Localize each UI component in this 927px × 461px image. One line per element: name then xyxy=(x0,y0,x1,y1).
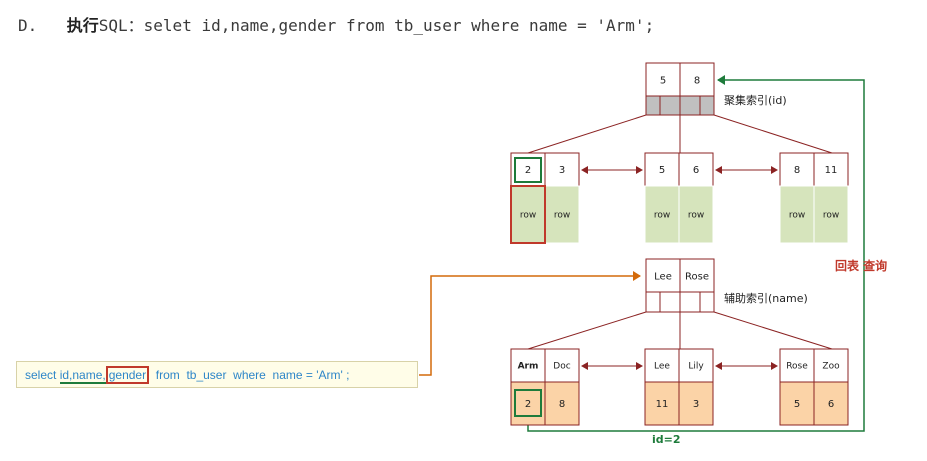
secondary-leaf-id: 11 xyxy=(656,399,669,410)
clustered-row-highlight xyxy=(510,185,546,244)
clustered-leaf-key-cell xyxy=(544,152,580,187)
tree-edges xyxy=(527,114,833,370)
clustered-leaf-row-cell xyxy=(544,185,580,244)
clustered-leaf-row: row xyxy=(823,211,839,221)
heading-colon: ： xyxy=(127,16,144,35)
sql-token-gender: gender xyxy=(105,366,150,384)
clustered-leaf-row: row xyxy=(654,211,670,221)
clustered-leaf-key-cell xyxy=(678,152,714,187)
clustered-root-key-0: 5 xyxy=(660,76,666,87)
secondary-leaf-id-cell xyxy=(544,381,580,426)
sql-query-text: select id,name,gender from tb_user where… xyxy=(25,366,350,384)
clustered-key-highlight xyxy=(514,157,542,183)
secondary-leaf-id-cell xyxy=(678,381,714,426)
secondary-leaf-key: Lee xyxy=(654,362,670,372)
back-lookup-arrow xyxy=(527,75,865,432)
sql-query-box: select id,name,gender from tb_user where… xyxy=(16,361,418,388)
heading: D. 执行SQL：selet id,name,gender from tb_us… xyxy=(18,12,654,38)
clustered-leaf-key: 11 xyxy=(825,165,838,176)
back-lookup-label: 回表 查询 xyxy=(835,258,887,273)
secondary-leaf-id: 8 xyxy=(559,399,565,410)
secondary-leaf-key-cell xyxy=(644,348,680,383)
clustered-root-key-1: 8 xyxy=(694,76,700,87)
clustered-leaf-row: row xyxy=(789,211,805,221)
secondary-leaf-key-cell xyxy=(813,348,849,383)
query-entry-arrow xyxy=(419,271,641,376)
clustered-leaf-key: 6 xyxy=(693,165,699,176)
secondary-leaf-key: Lily xyxy=(688,362,704,372)
secondary-root-key-cell xyxy=(645,258,681,293)
secondary-root-key-1: Rose xyxy=(685,272,709,283)
heading-statement: selet id,name,gender from tb_user where … xyxy=(143,16,655,35)
clustered-leaf-key-cell xyxy=(779,152,815,187)
secondary-root-key-cell xyxy=(679,258,715,293)
clustered-leaf-key: 3 xyxy=(559,165,565,176)
secondary-leaf-key-cell xyxy=(544,348,580,383)
clustered-leaf-key: 8 xyxy=(794,165,800,176)
secondary-leaf-id: 3 xyxy=(693,399,699,410)
clustered-leaf-row: row xyxy=(688,211,704,221)
sql-token-condition: name = 'Arm' ; xyxy=(272,368,350,382)
secondary-leaf-id: 5 xyxy=(794,399,800,410)
clustered-leaf-row: row xyxy=(554,211,570,221)
clustered-leaf-key: 2 xyxy=(525,165,531,176)
secondary-leaf-key: Rose xyxy=(786,362,808,372)
sql-token-select: select xyxy=(25,368,57,382)
secondary-leaf-key: Doc xyxy=(553,362,570,372)
secondary-root-key-0: Lee xyxy=(654,272,672,283)
secondary-id-highlight xyxy=(514,389,542,417)
clustered-leaf-row-cell xyxy=(678,185,714,244)
secondary-index-label: 辅助索引(name) xyxy=(724,291,808,305)
id-label: id=2 xyxy=(652,433,681,446)
clustered-leaf-row-cell xyxy=(644,185,680,244)
secondary-leaf-key: Arm xyxy=(518,362,539,372)
clustered-leaf-key-cell xyxy=(813,152,849,187)
sql-token-id-name: id,name, xyxy=(59,368,106,384)
secondary-leaf-id-cell xyxy=(644,381,680,426)
heading-sql-keyword: SQL xyxy=(98,16,128,35)
sql-token-where: where xyxy=(233,368,266,382)
secondary-leaf-key-cell xyxy=(678,348,714,383)
clustered-leaf-row-cell xyxy=(779,185,815,244)
clustered-index-label: 聚集索引(id) xyxy=(724,93,787,107)
heading-prefix: D. xyxy=(18,16,38,35)
clustered-leaf-row-cell xyxy=(813,185,849,244)
secondary-leaf-id: 6 xyxy=(828,399,834,410)
secondary-leaf-key: Zoo xyxy=(822,362,840,372)
clustered-leaf-row: row xyxy=(520,211,536,221)
clustered-leaf-key: 5 xyxy=(659,165,665,176)
sql-token-table: tb_user xyxy=(186,368,227,382)
secondary-leaf-id: 2 xyxy=(525,399,531,410)
heading-action: 执行 xyxy=(66,16,99,35)
sql-token-from: from xyxy=(155,368,180,382)
secondary-leaf-id-cell xyxy=(779,381,815,426)
secondary-leaf-id-cell xyxy=(813,381,849,426)
